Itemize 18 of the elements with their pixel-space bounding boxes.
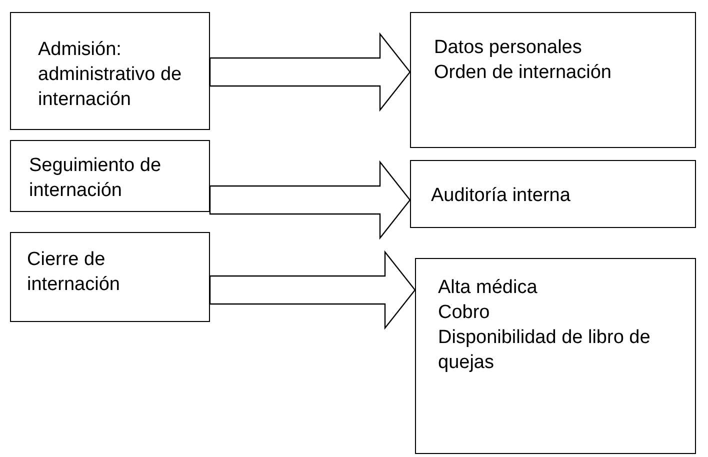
box-text: Admisión: administrativo de internación [38,38,183,112]
process-box [410,12,696,148]
process-box [10,232,210,322]
process-box [10,12,210,130]
box-text: Auditoría interna [431,184,572,208]
block-arrow [209,250,416,330]
block-arrow [209,160,411,240]
process-box [10,140,210,212]
process-box [415,258,696,454]
process-box [410,160,696,228]
box-text: Cierre de internación [27,248,121,297]
box-text: Disponibilidad de libro de quejas [438,326,652,375]
block-arrow [209,32,411,112]
box-text: Datos personales [434,36,583,60]
box-text: Alta médica [438,276,538,300]
box-text: Seguimiento de internación [29,154,162,203]
box-text: Cobro [438,301,491,325]
box-text: Orden de internación [434,61,612,85]
